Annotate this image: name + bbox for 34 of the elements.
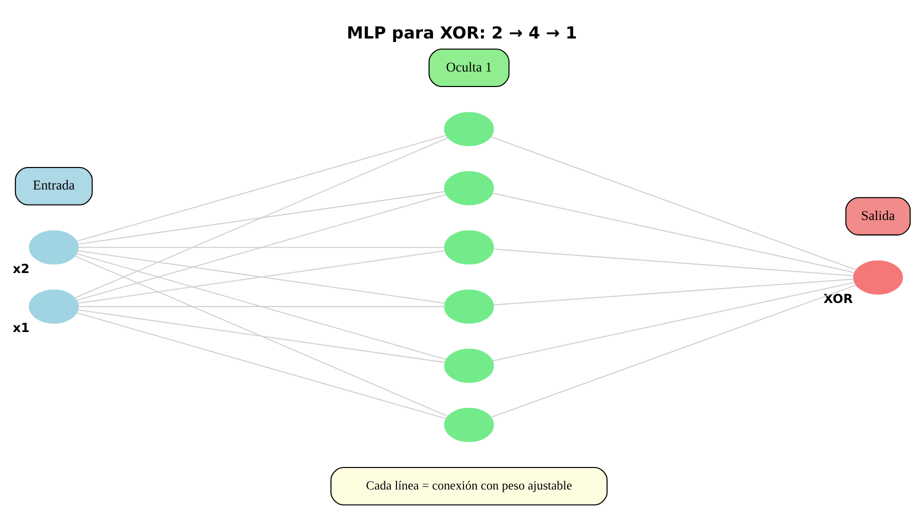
connector [78,309,445,363]
connector [74,137,448,298]
node-circle [444,171,494,206]
connector [492,282,855,362]
connector [490,136,856,270]
diagram-title: MLP para XOR: 2 → 4 → 1 [346,24,578,43]
node-circle [444,289,494,324]
connector [78,246,444,248]
connector [78,191,445,245]
connector [490,284,856,418]
connector [78,250,445,304]
node-circle [28,289,79,324]
node-circle [444,348,494,383]
node-box: Cada línea = conexión con peso ajustable [330,466,608,506]
node-circle [28,230,79,265]
node-circle [444,112,494,146]
node-label: x1 [12,320,30,336]
connector [76,194,446,301]
connector [78,306,444,308]
node-circle [444,408,494,442]
node-box: Salida [845,197,911,236]
node-box: Entrada [14,166,93,206]
connector [76,253,446,360]
connector [74,256,448,417]
node-box: Oculta 1 [428,48,510,88]
connector [76,312,446,420]
connector [493,248,854,276]
node-circle [853,260,903,295]
connector [493,278,854,306]
connector [492,192,855,274]
node-label: x2 [12,260,30,276]
node-circle [444,230,494,265]
node-label: XOR [824,291,853,306]
connector [76,134,446,242]
